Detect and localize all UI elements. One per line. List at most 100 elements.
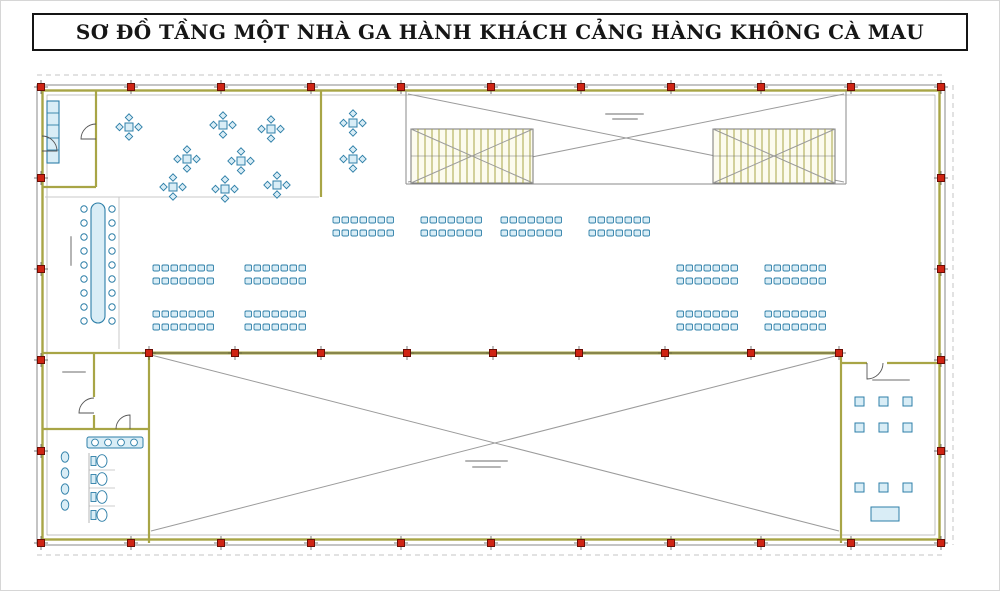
plan-geometry [712, 128, 836, 184]
column-marker [664, 80, 678, 94]
structural-columns [34, 80, 948, 550]
chair [173, 154, 182, 164]
sink [130, 438, 138, 447]
column-square [217, 83, 225, 91]
outer-wall-inner-line [46, 94, 936, 536]
column-square [667, 539, 675, 547]
seat [676, 323, 684, 331]
column-square [937, 356, 945, 364]
column-marker [394, 80, 408, 94]
chair [348, 145, 358, 154]
column-square [575, 349, 583, 357]
seat [197, 310, 205, 318]
seat [773, 264, 781, 272]
column-marker [304, 536, 318, 550]
chair [227, 156, 236, 166]
column-marker [34, 80, 48, 94]
seat [170, 277, 178, 285]
seat [624, 216, 632, 224]
column-square [661, 349, 669, 357]
seat [545, 216, 553, 224]
toilet-tank [90, 474, 97, 484]
seat-row-group [500, 216, 562, 237]
seat [197, 264, 205, 272]
chair [211, 184, 220, 194]
column-square [937, 83, 945, 91]
column-marker [34, 536, 48, 550]
waiting-seat-rows [152, 216, 826, 331]
seat [606, 216, 614, 224]
seat [456, 229, 464, 237]
seat [764, 310, 772, 318]
seat [262, 264, 270, 272]
stool [80, 289, 88, 297]
column-marker [142, 346, 156, 360]
drawing-title-box: SƠ ĐỒ TẦNG MỘT NHÀ GA HÀNH KHÁCH CẢNG HÀ… [32, 13, 968, 51]
lounge-table [870, 506, 900, 522]
column-marker [934, 353, 948, 367]
seat [386, 229, 394, 237]
seat [597, 216, 605, 224]
seat [368, 216, 376, 224]
toilet-tank [90, 492, 97, 502]
seat [341, 216, 349, 224]
door-left-wall [41, 135, 58, 152]
seat [685, 264, 693, 272]
counter-top [90, 202, 106, 324]
chair [276, 124, 285, 134]
column-square [847, 539, 855, 547]
seat [244, 264, 252, 272]
column-marker [400, 346, 414, 360]
seat-row-group [588, 216, 650, 237]
cafe-tables [115, 109, 367, 203]
seat [730, 323, 738, 331]
table [272, 180, 282, 190]
lounge-chair [902, 422, 913, 433]
seat [676, 310, 684, 318]
seat [509, 216, 517, 224]
column-square [217, 539, 225, 547]
seat [350, 229, 358, 237]
chair [192, 154, 201, 164]
seat [298, 310, 306, 318]
seat [465, 229, 473, 237]
toilet-bowl [96, 508, 108, 522]
table [182, 154, 192, 164]
column-square [37, 356, 45, 364]
chair [159, 182, 168, 192]
illegible-room-labels [62, 113, 910, 468]
seat [773, 323, 781, 331]
column-marker [124, 80, 138, 94]
seat [606, 229, 614, 237]
toilet-bowl [96, 472, 108, 486]
seat-row-group [152, 264, 214, 285]
rack-body [46, 100, 60, 164]
seat [206, 310, 214, 318]
chair [257, 124, 266, 134]
seat [447, 229, 455, 237]
partition-walls [42, 91, 940, 543]
column-marker [34, 171, 48, 185]
chair [182, 145, 192, 154]
hall-brace-2 [150, 354, 840, 532]
cafe-table-group [211, 175, 239, 203]
stool [80, 303, 88, 311]
seat [298, 323, 306, 331]
seat [809, 277, 817, 285]
seat [624, 229, 632, 237]
seat [188, 323, 196, 331]
chair [339, 118, 348, 128]
column-marker [934, 262, 948, 276]
seat [253, 310, 261, 318]
seat [694, 310, 702, 318]
seat [721, 277, 729, 285]
chair [228, 120, 237, 130]
seat-row-group [420, 216, 482, 237]
seat [554, 216, 562, 224]
seat [588, 216, 596, 224]
seat [244, 323, 252, 331]
table [348, 154, 358, 164]
toilet-bowl [96, 454, 108, 468]
table [218, 120, 228, 130]
